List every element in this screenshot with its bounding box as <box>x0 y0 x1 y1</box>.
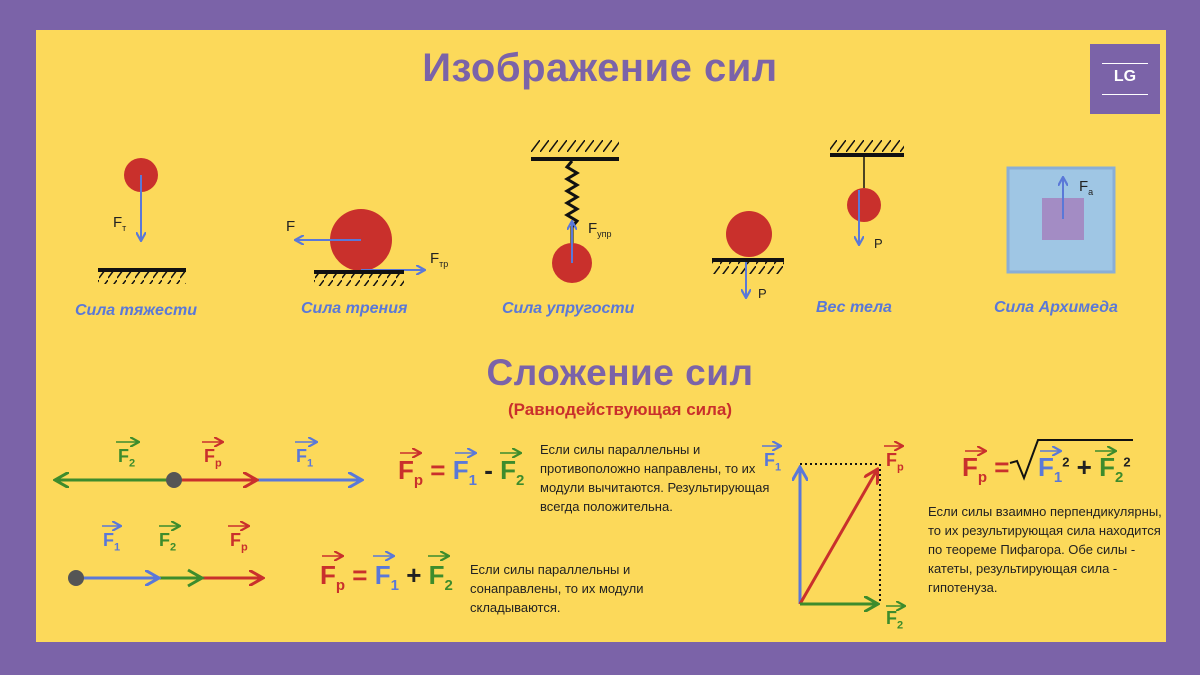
origin-point <box>166 472 182 488</box>
ground-hatch <box>98 272 186 284</box>
label-f1: F1 <box>296 446 314 470</box>
same-forces-diagram <box>68 526 262 588</box>
formula-vector-marks <box>322 453 520 556</box>
poster-board <box>36 30 1166 642</box>
ceiling-hatch <box>830 140 904 152</box>
friction-diagram <box>296 209 424 286</box>
label-fr: Fр <box>230 530 248 554</box>
formula-add: Fр = F1 + F2 <box>320 560 453 595</box>
formula-pythagoras: Fр = F12 + F22 <box>962 452 1131 487</box>
ground <box>98 268 186 272</box>
perpendicular-forces-diagram <box>762 439 1133 606</box>
support-hatch <box>712 262 784 274</box>
gravity-label: Fт <box>113 214 127 233</box>
formula-subtract: Fр = F1 - F2 <box>398 455 525 490</box>
opposite-forces-diagram <box>56 442 361 488</box>
friction-label: Fтр <box>430 250 449 269</box>
ground-hatch <box>314 274 404 286</box>
label-f1: F1 <box>103 530 121 554</box>
pull-label: F <box>286 218 296 235</box>
note-pythagoras: Если силы взаимно перпендикулярны, то их… <box>928 504 1162 595</box>
caption-elasticity: Сила упругости <box>502 300 635 317</box>
elastic-label: Fупр <box>588 220 612 239</box>
ground <box>314 270 404 274</box>
label-f2: F2 <box>159 530 177 554</box>
label-fr: Fр <box>204 446 222 470</box>
buoyancy-label: Fа <box>1079 178 1094 197</box>
section-title: Сложение сил <box>486 352 754 393</box>
spring <box>564 160 580 245</box>
elasticity-diagram <box>531 140 619 283</box>
label-f2: F2 <box>118 446 136 470</box>
caption-weight: Вес тела <box>816 299 892 316</box>
ball <box>726 211 772 257</box>
caption-gravity: Сила тяжести <box>75 302 198 319</box>
archimedes-diagram <box>1006 166 1116 274</box>
sqrt-sign <box>1009 439 1133 481</box>
ceiling <box>531 157 619 161</box>
weight-label-support: P <box>758 286 767 301</box>
ball <box>847 188 881 222</box>
fr-arrow <box>798 470 877 605</box>
note-subtract: Если силы параллельны и противоположно н… <box>540 442 770 514</box>
ceiling <box>830 153 904 157</box>
caption-archimedes: Сила Архимеда <box>994 299 1118 316</box>
label-f2: F2 <box>886 608 904 632</box>
support <box>712 258 784 262</box>
logo: LG <box>1090 44 1160 114</box>
section-subtitle: (Равнодействующая сила) <box>507 400 733 419</box>
ceiling-hatch <box>531 140 619 152</box>
label-fr: Fр <box>886 450 904 474</box>
page-title: Изображение сил <box>422 46 778 90</box>
weight-label-suspension: P <box>874 236 883 251</box>
weight-suspension-diagram <box>830 140 904 244</box>
weight-support-diagram <box>712 211 784 297</box>
origin-point <box>68 570 84 586</box>
logo-text: LG <box>1113 68 1137 85</box>
note-add: Если силы параллельны и сонаправлены, то… <box>470 562 644 615</box>
gravity-diagram <box>98 158 186 284</box>
caption-friction: Сила трения <box>301 300 408 317</box>
label-f1: F1 <box>764 450 782 474</box>
